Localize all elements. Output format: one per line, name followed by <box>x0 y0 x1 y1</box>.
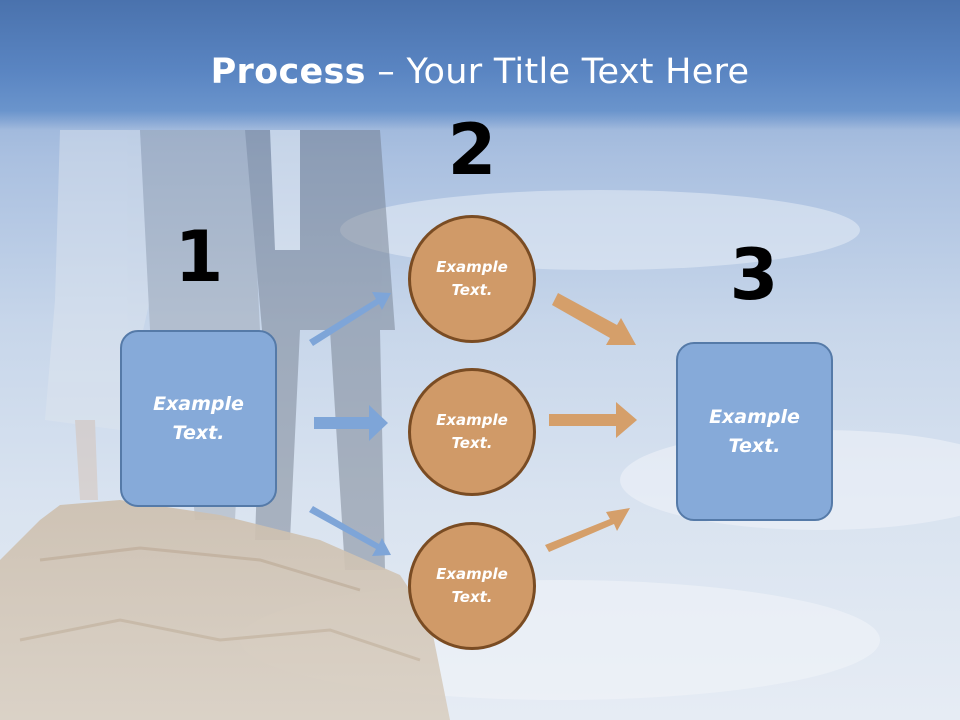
rock-outcrop <box>0 500 450 720</box>
arrow-up-right-icon <box>545 508 630 552</box>
blue-arrows <box>309 292 391 556</box>
step-number-2: 2 <box>447 109 497 191</box>
circle-bottom-line2: Text. <box>451 588 493 606</box>
left-box-line2: Text. <box>172 421 225 444</box>
arrow-up-right-icon <box>309 292 391 346</box>
title-strong: Process <box>210 52 366 92</box>
step-number-1: 1 <box>174 216 224 298</box>
circle-middle-line2: Text. <box>451 434 493 452</box>
arrow-right-icon <box>549 402 637 438</box>
title-rest: – Your Title Text Here <box>365 52 750 92</box>
business-people-figures <box>45 130 395 570</box>
right-box: Example Text. <box>676 342 833 521</box>
left-box: Example Text. <box>120 330 277 507</box>
step-number-3: 3 <box>729 234 779 316</box>
title-band <box>0 0 960 130</box>
circle-top-line2: Text. <box>451 281 493 299</box>
left-box-line1: Example <box>153 392 244 415</box>
circle-top: Example Text. <box>408 215 536 343</box>
slide-title: Process – Your Title Text Here <box>0 52 960 92</box>
circle-top-line1: Example <box>436 258 508 276</box>
right-box-line1: Example <box>709 405 800 428</box>
circle-bottom-line1: Example <box>436 565 508 583</box>
circle-middle: Example Text. <box>408 368 536 496</box>
arrow-down-right-icon <box>309 506 391 556</box>
arrow-down-right-icon <box>552 293 636 345</box>
circle-bottom: Example Text. <box>408 522 536 650</box>
arrow-right-icon <box>314 405 388 441</box>
right-box-line2: Text. <box>728 434 781 457</box>
orange-arrows <box>545 293 637 552</box>
circle-middle-line1: Example <box>436 411 508 429</box>
